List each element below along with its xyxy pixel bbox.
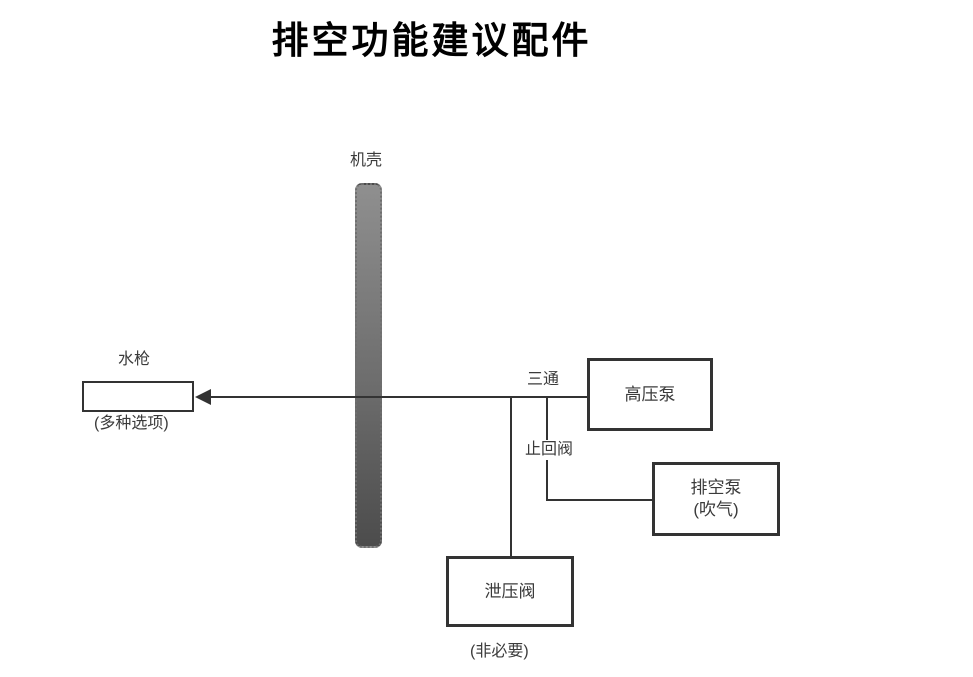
page-title: 排空功能建议配件 bbox=[271, 21, 592, 62]
relief-valve-box: 泄压阀 bbox=[446, 556, 574, 627]
tee-label: 三通 bbox=[527, 371, 560, 388]
casing-bar bbox=[355, 183, 382, 548]
drain-pump-box: 排空泵 (吹气) bbox=[652, 462, 780, 536]
casing-label: 机壳 bbox=[350, 152, 383, 169]
high-pressure-pump-box: 高压泵 bbox=[587, 358, 713, 431]
main-pipe-line bbox=[205, 396, 587, 398]
water-gun-box bbox=[82, 381, 194, 412]
relief-valve-branch-line bbox=[510, 397, 512, 556]
water-gun-note: (多种选项) bbox=[94, 415, 169, 432]
drain-pump-elbow-line bbox=[546, 499, 653, 501]
drain-pump-label: 排空泵 bbox=[690, 478, 742, 497]
arrow-left-icon bbox=[195, 389, 211, 405]
high-pressure-pump-label: 高压泵 bbox=[624, 384, 676, 404]
drain-pump-sub-label: (吹气) bbox=[693, 500, 739, 519]
relief-valve-label: 泄压阀 bbox=[484, 581, 536, 601]
check-valve-label: 止回阀 bbox=[523, 440, 576, 460]
relief-valve-note: (非必要) bbox=[470, 643, 529, 660]
water-gun-label: 水枪 bbox=[118, 351, 151, 368]
